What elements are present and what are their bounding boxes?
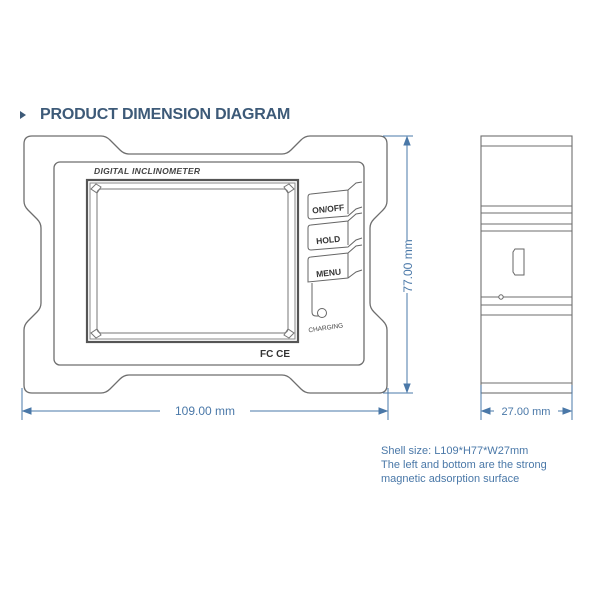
certification-marks: FC CE xyxy=(260,349,290,360)
front-outer-shell xyxy=(23,135,388,394)
height-dimension-label: 77.00 mm xyxy=(401,239,415,292)
device-label: DIGITAL INCLINOMETER xyxy=(94,166,201,176)
screen-bezel xyxy=(85,178,300,344)
section-heading: PRODUCT DIMENSION DIAGRAM xyxy=(20,106,290,124)
charging-label: CHARGING xyxy=(308,323,344,335)
width-dimension xyxy=(21,388,389,420)
depth-dimension xyxy=(480,385,573,420)
width-dimension-label: 109.00 mm xyxy=(175,404,235,418)
note-line-magnetic-1: The left and bottom are the strong xyxy=(381,459,547,471)
side-hole-icon xyxy=(498,294,504,300)
charging-led-icon xyxy=(317,308,327,318)
section-title: PRODUCT DIMENSION DIAGRAM xyxy=(40,106,291,123)
screen-corner-marks xyxy=(90,183,295,339)
menu-label: MENU xyxy=(316,267,342,280)
on-off-label: ON/OFF xyxy=(312,202,345,215)
on-off-button[interactable]: ON/OFF xyxy=(307,181,363,220)
depth-dimension-label: 27.00 mm xyxy=(502,406,551,418)
note-line-magnetic-2: magnetic adsorption surface xyxy=(381,473,520,485)
menu-button[interactable]: MENU xyxy=(307,244,363,283)
charging-indicator: CHARGING xyxy=(308,283,344,334)
usb-port-icon xyxy=(512,248,525,276)
height-dimension xyxy=(383,135,413,394)
note-line-shell-size: Shell size: L109*H77*W27mm xyxy=(381,445,529,457)
hold-button[interactable]: HOLD xyxy=(307,212,363,251)
shell-notes: Shell size: L109*H77*W27mm The left and … xyxy=(381,444,547,486)
hold-label: HOLD xyxy=(316,234,341,246)
screen-display xyxy=(96,188,289,334)
screen-inner-frame xyxy=(89,182,296,340)
side-view xyxy=(480,135,573,394)
front-inner-face xyxy=(53,161,365,366)
triangle-right-icon xyxy=(20,111,26,119)
